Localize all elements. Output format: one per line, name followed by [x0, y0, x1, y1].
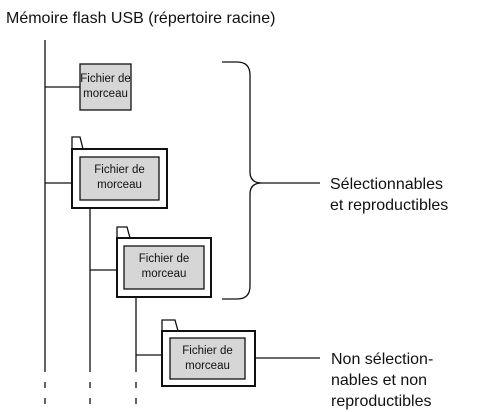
non-selectable-group-label: Non sélection- nables et non reproductib… [331, 349, 433, 412]
non-selectable-label-line-3: reproductibles [331, 393, 432, 410]
file-label-line-2: morceau [141, 268, 187, 280]
file-label-line-2: morceau [185, 360, 230, 372]
selectable-label-line-2: et reproductibles [330, 197, 449, 214]
file-icon [123, 245, 205, 290]
root-directory-label: Mémoire flash USB (répertoire racine) [6, 10, 276, 27]
folder-tab [116, 226, 131, 239]
file-label-line-1: Fichier de [80, 73, 131, 85]
file-label-line-2: morceau [83, 88, 128, 100]
folder-tab [161, 319, 179, 332]
file-label: Fichier de morceau [124, 252, 204, 282]
non-selectable-label-line-1: Non sélection- [331, 351, 434, 368]
file-label: Fichier de morceau [80, 72, 131, 102]
file-icon [79, 63, 132, 111]
selectable-label-line-1: Sélectionnables [330, 176, 443, 193]
file-icon [79, 156, 160, 201]
folder-tab [71, 136, 84, 150]
selectable-group-label: Sélectionnables et reproductibles [330, 174, 448, 216]
file-label-line-1: Fichier de [138, 253, 190, 265]
file-label-line-2: morceau [97, 179, 142, 191]
non-selectable-label-line-2: nables et non [331, 372, 428, 389]
file-label: Fichier de morceau [80, 163, 159, 193]
file-icon [169, 337, 246, 380]
file-label: Fichier de morceau [170, 344, 245, 374]
file-label-line-1: Fichier de [94, 164, 145, 176]
file-label-line-1: Fichier de [182, 345, 233, 357]
selectable-brace [222, 61, 263, 300]
